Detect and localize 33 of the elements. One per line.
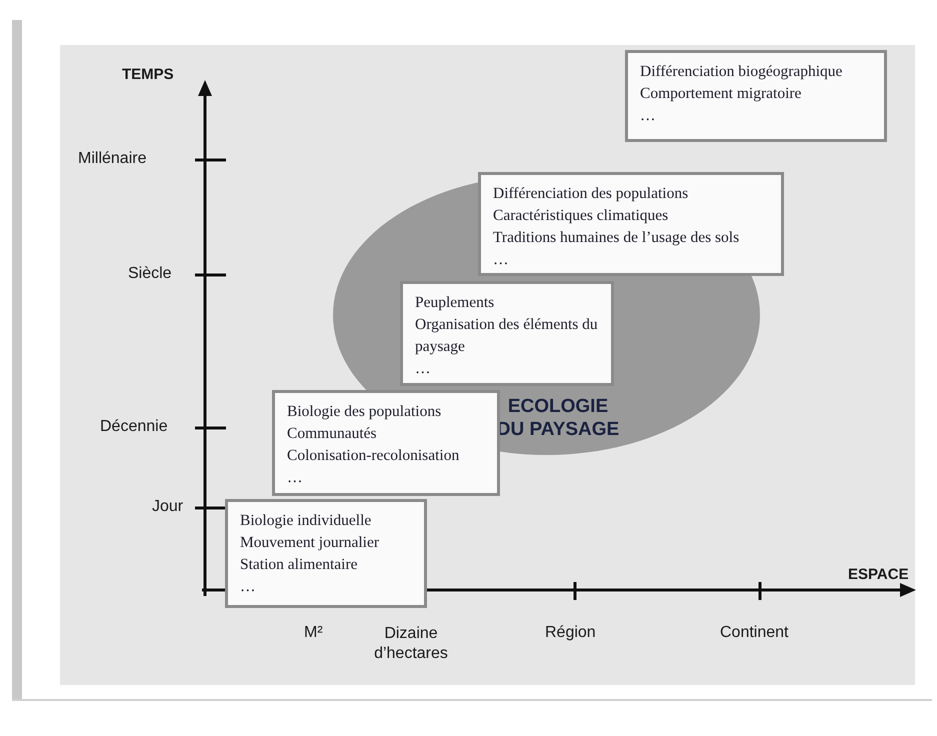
text-box	[625, 50, 887, 142]
text-box	[400, 281, 614, 386]
box-line: Différenciation biogéographique	[640, 62, 844, 82]
box-line: …	[240, 577, 256, 597]
box-line: Différenciation des populations	[493, 184, 690, 204]
box-line: …	[493, 250, 510, 270]
tick-label: Continent	[720, 624, 788, 642]
tick-label: Jour	[152, 498, 184, 516]
text-box	[272, 390, 500, 496]
box-line: Caractéristiques climatiques	[493, 206, 670, 226]
box-line: …	[287, 468, 304, 488]
tick-label: Région	[545, 624, 596, 642]
tick-label: M²	[304, 624, 323, 642]
axis-title: ESPACE	[848, 566, 909, 583]
box-line: Communautés	[287, 424, 378, 444]
tick-label: Dizaine d’hectares	[374, 624, 448, 664]
tick-label: Décennie	[100, 418, 168, 436]
box-line: Station alimentaire	[240, 555, 359, 575]
box-line: Organisation des éléments du paysage	[415, 315, 599, 357]
axis-title: TEMPS	[122, 66, 174, 83]
box-line: …	[415, 359, 432, 379]
box-line: Biologie des populations	[287, 402, 442, 422]
text-box	[225, 499, 427, 608]
text-box	[478, 172, 784, 276]
box-line: Colonisation-recolonisation	[287, 446, 460, 466]
box-line: Comportement migratoire	[640, 84, 802, 104]
box-line: Mouvement journalier	[240, 533, 380, 553]
tick-label: Millénaire	[78, 150, 146, 168]
box-line: Traditions humaines de l’usage des sols	[493, 228, 740, 248]
box-line: Biologie individuelle	[240, 511, 372, 531]
box-line: …	[640, 106, 656, 126]
box-line: Peuplements	[415, 293, 496, 313]
tick-label: Siècle	[128, 265, 172, 283]
